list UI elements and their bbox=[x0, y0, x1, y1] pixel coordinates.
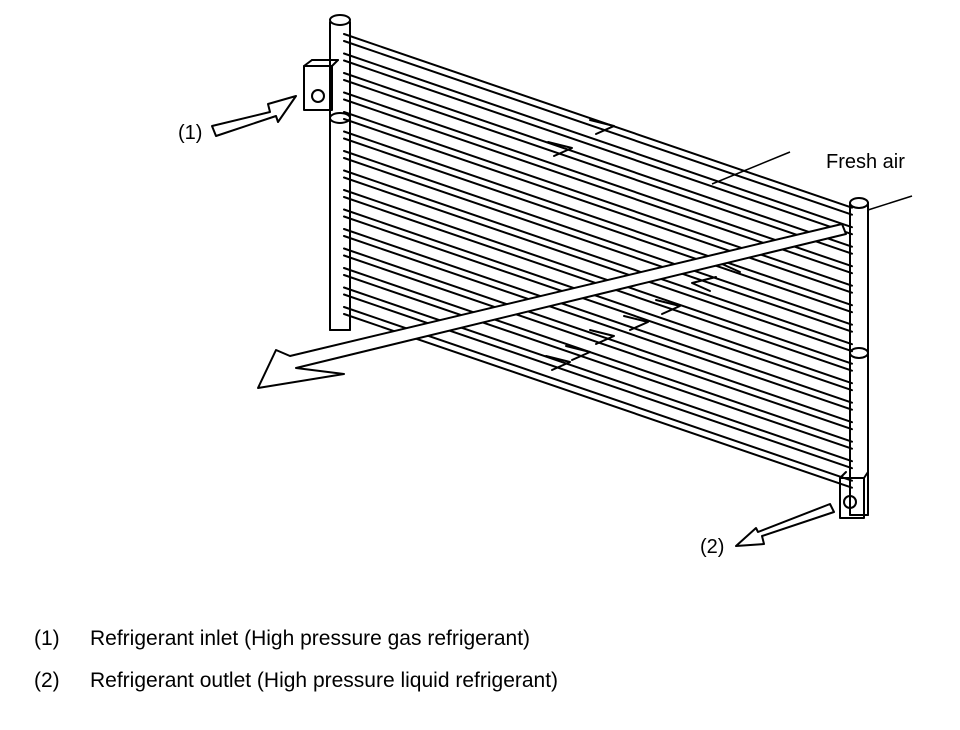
tube-line bbox=[343, 130, 853, 307]
legend-number: (1) bbox=[34, 627, 60, 650]
tube-line bbox=[343, 111, 853, 287]
fresh-air-label: Fresh air bbox=[826, 151, 905, 173]
inlet-arrow bbox=[211, 95, 297, 137]
tube-line bbox=[343, 137, 853, 314]
legend-text: Refrigerant inlet (High pressure gas ref… bbox=[90, 627, 531, 650]
tube-line bbox=[343, 52, 853, 229]
tube-line bbox=[343, 91, 853, 268]
left-header-tank bbox=[329, 14, 351, 331]
legend-number: (2) bbox=[34, 669, 60, 692]
tube-line bbox=[343, 208, 853, 385]
legend-item-outlet: (2) Refrigerant outlet (High pressure li… bbox=[34, 660, 558, 702]
tube-line bbox=[343, 40, 853, 216]
outlet-callout-label: (2) bbox=[700, 536, 724, 558]
fresh-air-arrow bbox=[257, 223, 847, 389]
tube-line bbox=[343, 176, 853, 353]
tube-line bbox=[343, 247, 853, 424]
tube-line bbox=[343, 157, 853, 333]
tube-line bbox=[343, 150, 853, 326]
tube-line bbox=[343, 228, 853, 404]
inlet-callout-label: (1) bbox=[178, 122, 202, 144]
right-header-tank bbox=[849, 197, 869, 516]
condenser-diagram: (1) Fresh air (2) bbox=[178, 14, 913, 558]
tube-line bbox=[343, 215, 853, 392]
tube-line bbox=[343, 169, 853, 346]
inlet-fitting bbox=[303, 59, 339, 111]
tube-line bbox=[343, 274, 853, 450]
tube-line bbox=[343, 79, 853, 255]
tube-line bbox=[343, 267, 853, 443]
tube-line bbox=[343, 189, 853, 365]
tube-line bbox=[343, 59, 853, 236]
legend-text: Refrigerant outlet (High pressure liquid… bbox=[90, 669, 559, 692]
tube-line bbox=[343, 33, 853, 209]
tube-line bbox=[343, 286, 853, 463]
fresh-air-leader bbox=[711, 151, 791, 185]
tube-line bbox=[343, 313, 853, 489]
tube-line bbox=[343, 118, 853, 294]
legend-item-inlet: (1) Refrigerant inlet (High pressure gas… bbox=[34, 618, 558, 660]
tube-line bbox=[343, 72, 853, 248]
condenser-tubes bbox=[343, 33, 853, 489]
outlet-arrow bbox=[735, 503, 835, 547]
fresh-air-leader-right bbox=[867, 195, 913, 211]
flow-arrows bbox=[545, 119, 747, 371]
legend: (1) Refrigerant inlet (High pressure gas… bbox=[34, 618, 558, 702]
tube-line bbox=[343, 235, 853, 411]
tube-line bbox=[343, 293, 853, 470]
